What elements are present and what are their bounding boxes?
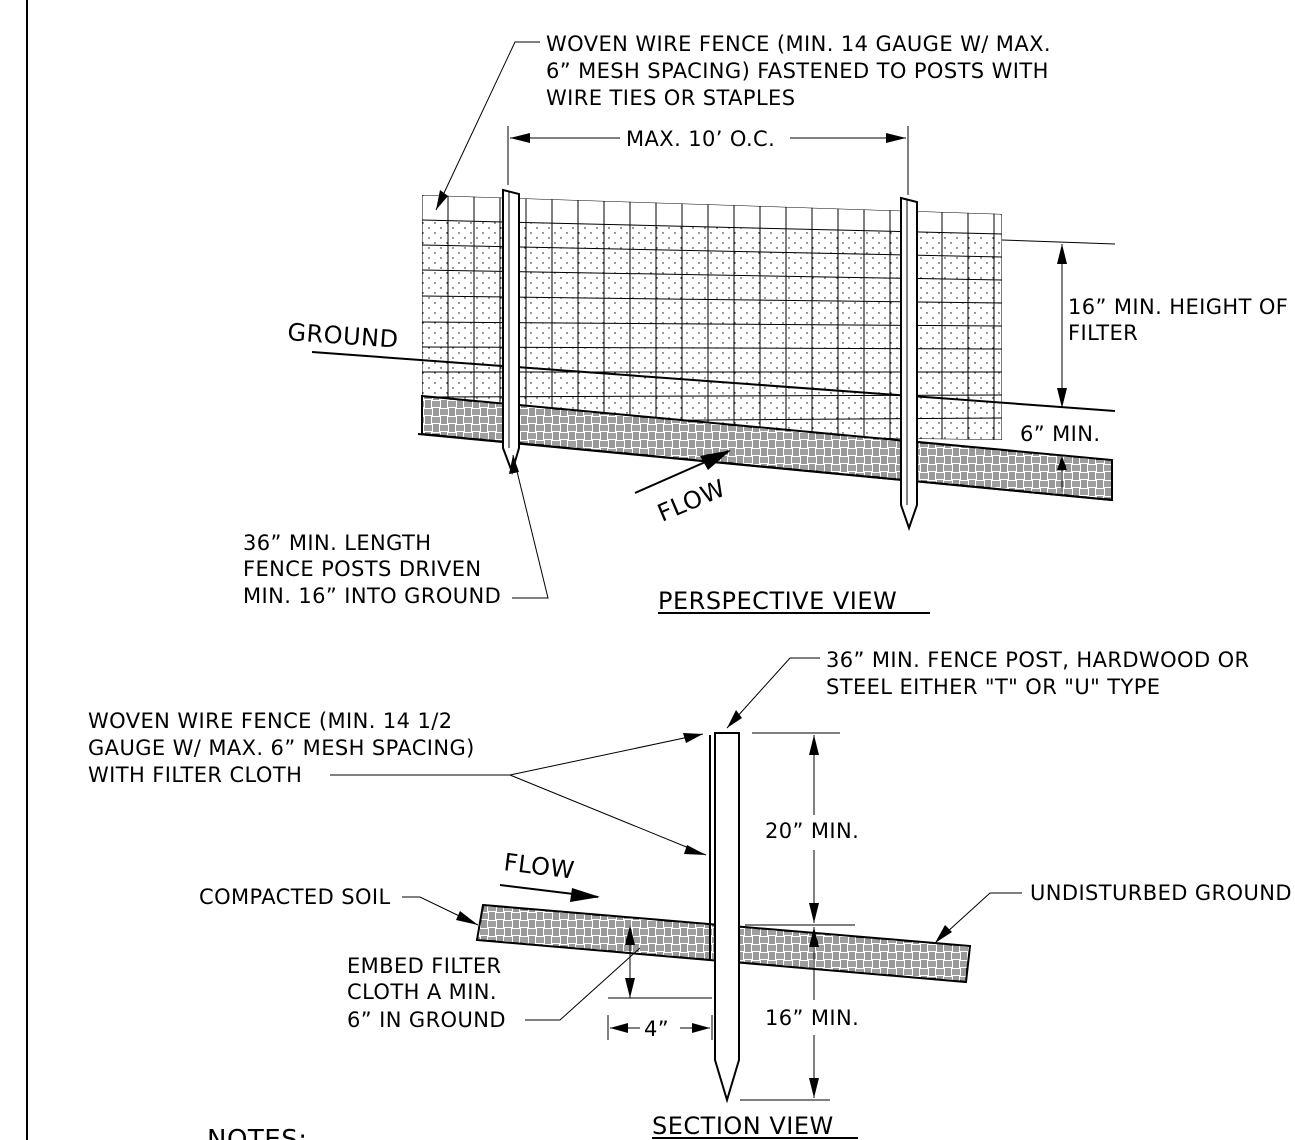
section-depth-dimensions: 20” MIN. 16” MIN. bbox=[740, 732, 859, 1101]
embed-note-line-3: 6” IN GROUND bbox=[347, 1008, 506, 1032]
section-fence-note-line-1: WOVEN WIRE FENCE (MIN. 14 1/2 bbox=[88, 709, 452, 733]
fence-note-line-1: WOVEN WIRE FENCE (MIN. 14 GAUGE W/ MAX. bbox=[546, 32, 1051, 56]
fence-note-line-2: 6” MESH SPACING) FASTENED TO POSTS WITH bbox=[546, 59, 1049, 83]
ground-line bbox=[311, 351, 1116, 412]
perspective-view: MAX. 10’ O.C. 16” MIN. HEIGHT OF FILTER … bbox=[243, 32, 1288, 615]
section-post-note: 36” MIN. FENCE POST, HARDWOOD OR STEEL E… bbox=[726, 648, 1250, 729]
section-fence-note-line-3: WITH FILTER CLOTH bbox=[88, 763, 302, 787]
post-note-line-3: MIN. 16” INTO GROUND bbox=[243, 584, 501, 608]
section-fence-note: WOVEN WIRE FENCE (MIN. 14 1/2 GAUGE W/ M… bbox=[88, 709, 707, 856]
section-title: SECTION VIEW bbox=[652, 1112, 834, 1140]
section-flow-arrow: FLOW bbox=[499, 848, 600, 902]
above-ground-label: 20” MIN. bbox=[765, 819, 859, 843]
height-note-line-2: FILTER bbox=[1068, 321, 1138, 345]
post-spacing-label: MAX. 10’ O.C. bbox=[626, 127, 775, 151]
notes-heading: NOTES: bbox=[207, 1125, 308, 1140]
section-fence-note-line-2: GAUGE W/ MAX. 6” MESH SPACING) bbox=[88, 736, 475, 760]
post-spacing-dimension: MAX. 10’ O.C. bbox=[507, 126, 909, 195]
compacted-soil-note: COMPACTED SOIL bbox=[199, 885, 479, 926]
embed-note-line-1: EMBED FILTER bbox=[347, 954, 501, 978]
fence-note-line-3: WIRE TIES OR STAPLES bbox=[546, 86, 795, 110]
post-note-line-1: 36” MIN. LENGTH bbox=[243, 531, 431, 555]
filter-cloth bbox=[422, 220, 1002, 440]
ground-label: GROUND bbox=[287, 318, 400, 354]
fence-note: WOVEN WIRE FENCE (MIN. 14 GAUGE W/ MAX. … bbox=[435, 32, 1051, 211]
height-note-line-1: 16” MIN. HEIGHT OF bbox=[1068, 295, 1288, 319]
section-post bbox=[714, 732, 740, 1104]
post-note-line-2: FENCE POSTS DRIVEN bbox=[243, 557, 482, 581]
embed-note-line-2: CLOTH A MIN. bbox=[347, 980, 497, 1004]
section-flow-label: FLOW bbox=[502, 848, 576, 884]
post-note: 36” MIN. LENGTH FENCE POSTS DRIVEN MIN. … bbox=[243, 454, 549, 608]
section-post-note-line-2: STEEL EITHER "T" OR "U" TYPE bbox=[826, 675, 1160, 699]
compacted-soil-label: COMPACTED SOIL bbox=[199, 885, 391, 909]
depth-label: 6” MIN. bbox=[1020, 422, 1100, 446]
flow-arrow: FLOW bbox=[634, 450, 731, 528]
height-dimension: 16” MIN. HEIGHT OF FILTER 6” MIN. bbox=[1020, 244, 1288, 492]
section-post-note-line-1: 36” MIN. FENCE POST, HARDWOOD OR bbox=[826, 648, 1250, 672]
undisturbed-ground-note: UNDISTURBED GROUND bbox=[934, 881, 1292, 944]
offset-label: 4” bbox=[644, 1017, 669, 1041]
fence-post-left bbox=[502, 188, 520, 476]
fence-post-right bbox=[900, 196, 918, 532]
section-view: 36” MIN. FENCE POST, HARDWOOD OR STEEL E… bbox=[88, 648, 1292, 1140]
embed-dimension: EMBED FILTER CLOTH A MIN. 6” IN GROUND bbox=[347, 925, 712, 1032]
flow-label: FLOW bbox=[653, 474, 729, 527]
perspective-title: PERSPECTIVE VIEW bbox=[658, 587, 897, 615]
undisturbed-ground-label: UNDISTURBED GROUND bbox=[1030, 881, 1292, 905]
offset-dimension: 4” bbox=[607, 1015, 713, 1041]
below-ground-label: 16” MIN. bbox=[765, 1006, 859, 1030]
